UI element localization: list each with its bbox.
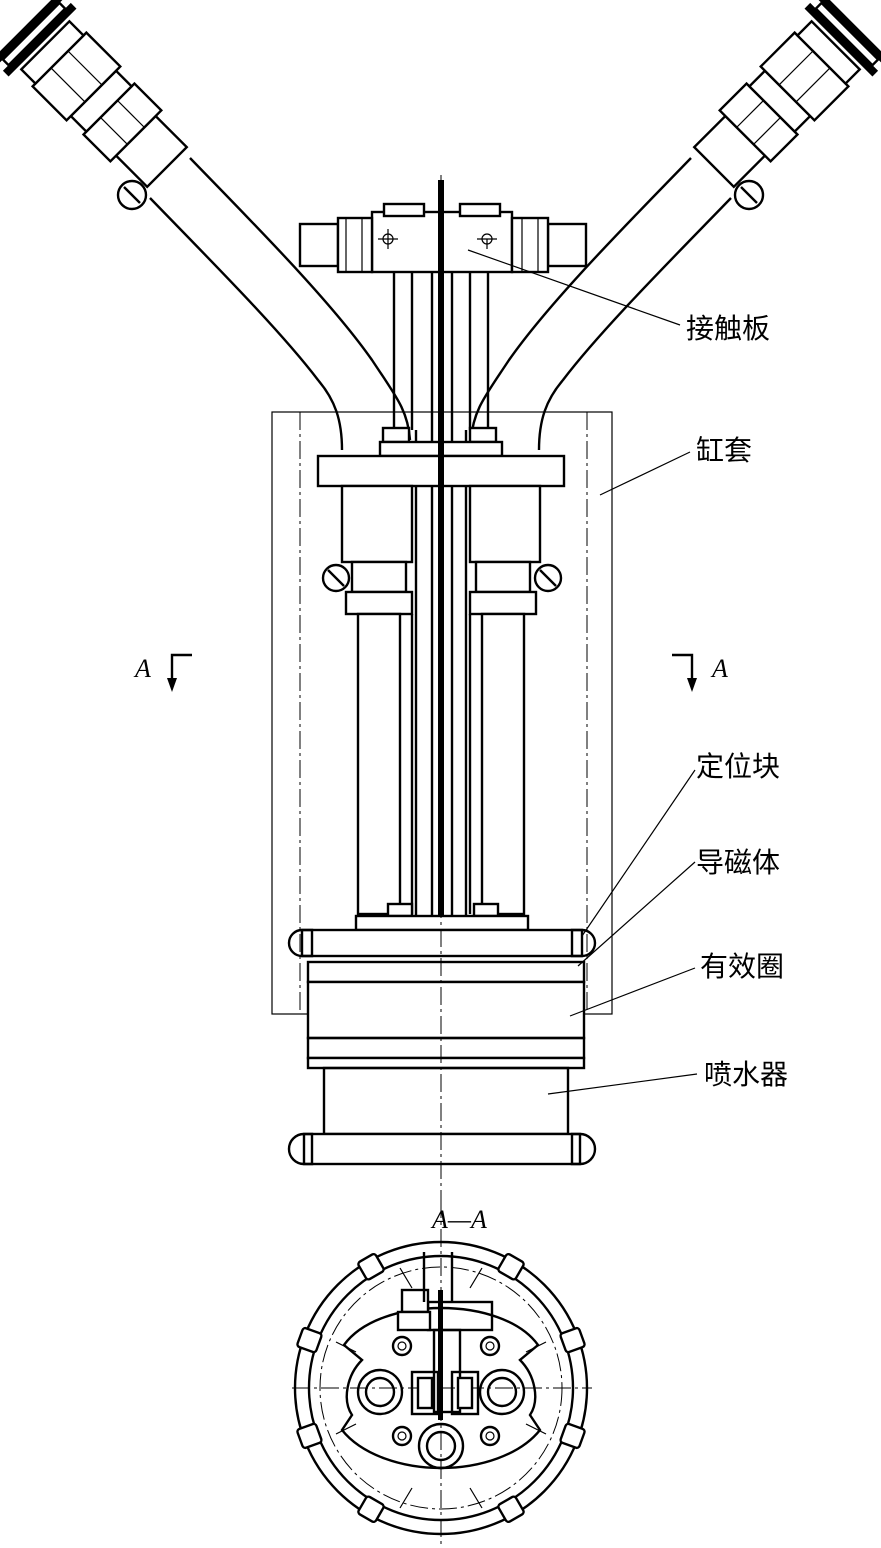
label-locating-block: 定位块 (696, 751, 780, 783)
label-effective-coil: 有效圈 (700, 951, 784, 983)
label-water-sprayer: 喷水器 (704, 1059, 788, 1091)
svg-text:A: A (710, 654, 728, 683)
section-view-title: A—A (430, 1205, 487, 1234)
locating-lugs (296, 1252, 586, 1524)
right-side-fitting (510, 216, 588, 274)
left-side-fitting (298, 216, 374, 274)
svg-text:A: A (133, 654, 151, 683)
leader-lines (467, 249, 698, 1095)
effective-coil (306, 980, 586, 1040)
section-view-a-a (292, 1200, 592, 1548)
water-sprayer (287, 1066, 597, 1166)
label-magnetic-conductor: 导磁体 (696, 847, 780, 879)
magnetic-conductor-lower (306, 1036, 586, 1070)
left-hose-fitting (0, 0, 189, 189)
label-cylinder-sleeve: 缸套 (696, 435, 752, 467)
right-water-hose (469, 157, 732, 451)
left-water-hose (149, 157, 412, 451)
section-marker-right: A (672, 653, 728, 692)
right-hose-fitting (692, 0, 881, 189)
magnetic-conductor-upper (306, 960, 586, 984)
section-marker-left: A (133, 653, 192, 692)
left-water-tube (321, 484, 414, 916)
label-contact-plate: 接触板 (686, 313, 770, 345)
left-hose-clamp-screw (116, 179, 148, 211)
right-hose-clamp-screw (733, 179, 765, 211)
right-water-tube (468, 484, 563, 916)
lower-locating-plate (287, 902, 597, 958)
bus-bars (392, 180, 490, 920)
